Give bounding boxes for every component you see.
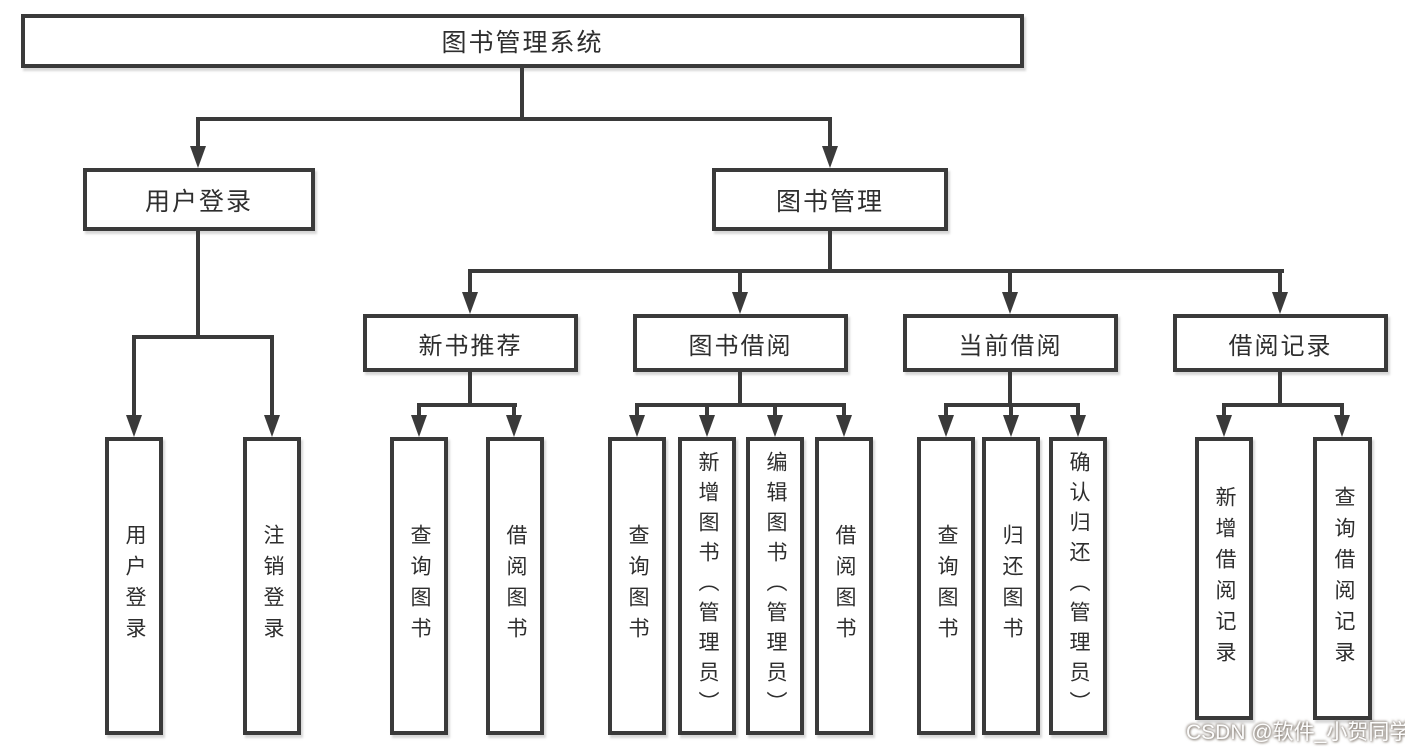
connector-line: [1340, 407, 1344, 417]
connector-line: [1076, 407, 1080, 417]
arrow-down-icon: [1070, 415, 1086, 437]
arrow-down-icon: [938, 415, 954, 437]
csdn-watermark: CSDN @软件_小贺同学: [1186, 721, 1405, 744]
connector-line: [1009, 407, 1013, 417]
connector-line: [944, 407, 948, 417]
connector-line: [196, 117, 832, 121]
arrow-down-icon: [836, 415, 852, 437]
arrow-down-icon: [1002, 292, 1018, 314]
arrow-down-icon: [411, 415, 427, 437]
connector-line: [944, 403, 1080, 407]
connector-line: [635, 403, 846, 407]
connector-line: [468, 269, 1284, 273]
leaf-bb-borrow-books: 借阅图书: [815, 437, 873, 735]
connector-line: [132, 335, 274, 339]
arrow-down-icon: [1003, 415, 1019, 437]
connector-line: [1222, 407, 1226, 417]
connector-line: [520, 68, 524, 121]
connector-line: [468, 372, 472, 407]
arrow-down-icon: [126, 415, 142, 437]
arrow-down-icon: [1216, 415, 1232, 437]
connector-line: [417, 403, 517, 407]
leaf-cb-return-books: 归还图书: [982, 437, 1040, 735]
connector-line: [1278, 372, 1282, 407]
arrow-down-icon: [462, 292, 478, 314]
node-current-borrowing: 当前借阅: [903, 314, 1118, 372]
connector-line: [705, 407, 709, 417]
node-new-book-recommendation: 新书推荐: [363, 314, 578, 372]
arrow-down-icon: [699, 415, 715, 437]
connector-line: [1278, 273, 1282, 294]
connector-line: [773, 407, 777, 417]
connector-line: [1008, 372, 1012, 407]
leaf-bb-add-books-admin: 新增图书（管理员）: [678, 437, 736, 735]
connector-line: [270, 339, 274, 416]
arrow-down-icon: [1272, 292, 1288, 314]
leaf-nb-borrow-books: 借阅图书: [486, 437, 544, 735]
arrow-down-icon: [629, 415, 645, 437]
node-user-login: 用户登录: [83, 168, 315, 231]
leaf-cb-query-books: 查询图书: [917, 437, 975, 735]
connector-line: [468, 273, 472, 294]
connector-line: [512, 407, 516, 417]
arrow-down-icon: [732, 292, 748, 314]
connector-line: [738, 273, 742, 294]
leaf-br-query-record: 查询借阅记录: [1313, 437, 1372, 720]
leaf-bb-edit-books-admin: 编辑图书（管理员）: [746, 437, 804, 735]
node-library-management-system: 图书管理系统: [21, 14, 1024, 68]
arrow-down-icon: [1334, 415, 1350, 437]
connector-line: [196, 121, 200, 148]
arrow-down-icon: [767, 415, 783, 437]
arrow-down-icon: [506, 415, 522, 437]
node-book-management: 图书管理: [712, 168, 948, 231]
connector-line: [132, 339, 136, 416]
connector-line: [1222, 403, 1344, 407]
leaf-nb-query-books: 查询图书: [390, 437, 448, 735]
arrow-down-icon: [190, 146, 206, 168]
leaf-br-add-record: 新增借阅记录: [1195, 437, 1253, 720]
node-book-borrowing: 图书借阅: [633, 314, 848, 372]
connector-line: [635, 407, 639, 417]
leaf-bb-query-books: 查询图书: [608, 437, 666, 735]
connector-line: [1008, 273, 1012, 294]
arrow-down-icon: [822, 146, 838, 168]
connector-line: [196, 231, 200, 337]
connector-line: [417, 407, 421, 417]
connector-line: [738, 372, 742, 407]
leaf-cb-confirm-return-admin: 确认归还（管理员）: [1049, 437, 1107, 735]
node-borrowing-records: 借阅记录: [1173, 314, 1388, 372]
arrow-down-icon: [264, 415, 280, 437]
leaf-logout: 注销登录: [243, 437, 301, 735]
connector-line: [828, 231, 832, 273]
connector-line: [842, 407, 846, 417]
leaf-user-login: 用户登录: [105, 437, 163, 735]
connector-line: [828, 121, 832, 148]
